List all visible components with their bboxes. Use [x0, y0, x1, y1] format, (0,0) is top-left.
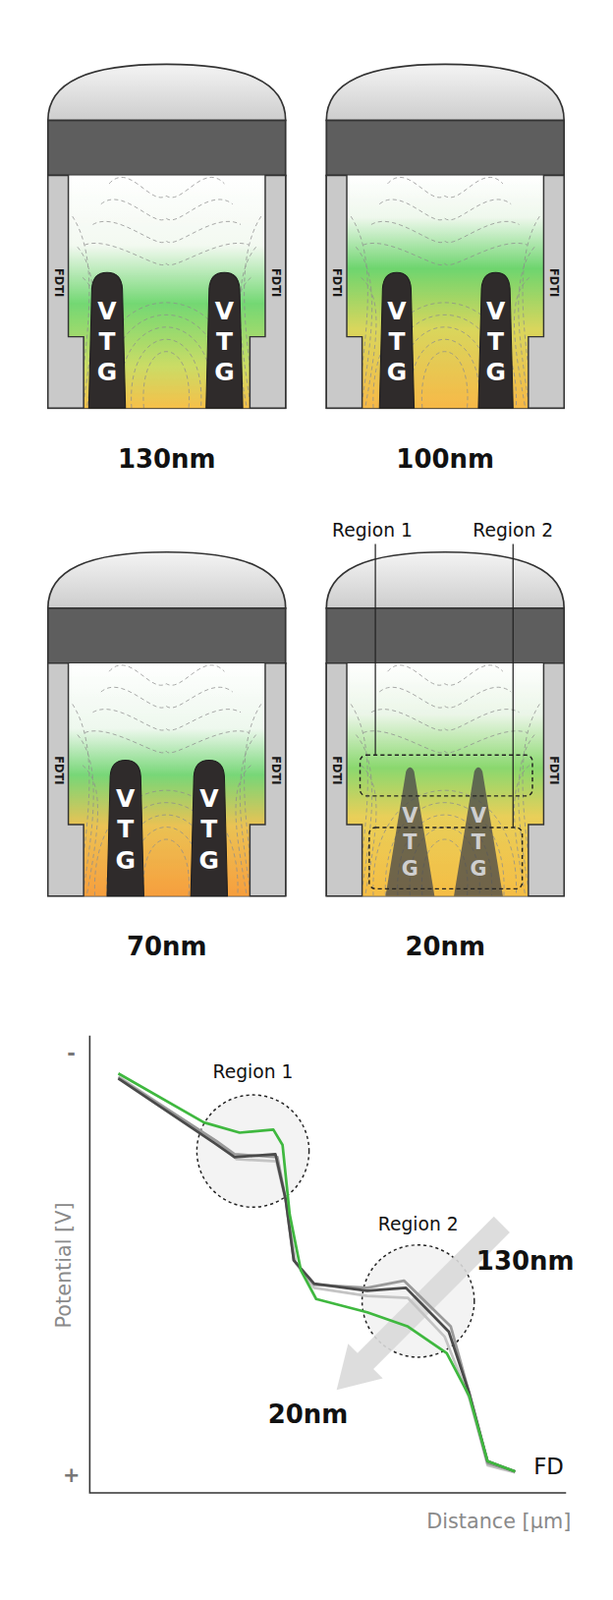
potential-contours [350, 176, 540, 408]
gate-label: V T G [95, 295, 120, 388]
pixel-size-label: 70nm [126, 931, 208, 962]
gate-label: V T G [196, 782, 222, 875]
pixel-size-label: 20nm [404, 931, 486, 962]
fdti-trench: FDTI [249, 663, 285, 896]
annotation-label: Region 1 [213, 1059, 294, 1082]
region-circle [362, 1244, 475, 1357]
fdti-label: FDTI [268, 755, 282, 784]
pixel-cross-section: 100nmFDTIV T GV T GFDTI [326, 62, 564, 408]
gate-label: V T G [384, 295, 409, 388]
micro-lens [48, 552, 286, 609]
fdti-label: FDTI [330, 755, 344, 784]
fdti-label: FDTI [51, 755, 65, 784]
fdti-trench: FDTI [48, 663, 84, 896]
pixel-body [48, 663, 286, 896]
annotation-label: 130nm [476, 1245, 575, 1277]
potential-contours [350, 665, 540, 896]
potential-contours [72, 176, 262, 408]
vertical-transfer-gate: V T G [377, 272, 416, 408]
fdti-label: FDTI [547, 268, 561, 297]
gate-label: V T G [112, 782, 138, 875]
silicon-potential [68, 663, 266, 896]
pixel-body [48, 175, 286, 409]
leader-line [374, 543, 376, 755]
vertical-transfer-gate: V T G [188, 760, 230, 896]
silicon-potential [346, 175, 544, 409]
annotation-label: Region 1 [332, 519, 413, 542]
gate-label: V T G [212, 295, 237, 388]
micro-lens [326, 63, 564, 120]
vertical-transfer-gate: V T G [86, 272, 128, 408]
pixel-cross-section: 20nmFDTIV T GV T GFDTI [326, 551, 564, 896]
pixel-body [326, 175, 564, 409]
vertical-transfer-gate: V T G [204, 272, 246, 408]
axis-title: Potential [V] [51, 1201, 76, 1328]
potential-curve [117, 1075, 515, 1472]
fdti-trench: FDTI [48, 175, 84, 409]
fdti-label: FDTI [51, 268, 65, 297]
color-filter [48, 120, 286, 176]
fdti-trench: FDTI [528, 663, 564, 896]
region-box [360, 754, 533, 796]
color-filter [48, 608, 286, 664]
pixel-size-label: 130nm [117, 444, 217, 475]
color-filter [326, 608, 564, 664]
region-box [369, 827, 523, 889]
fdti-label: FDTI [330, 268, 344, 297]
potential-curve [117, 1072, 515, 1471]
annotation-label: 20nm [268, 1399, 349, 1431]
micro-lens [48, 63, 286, 120]
gate-label: V T G [483, 295, 508, 388]
axis-sign: + [62, 1461, 80, 1487]
region-circle [196, 1094, 309, 1207]
vertical-transfer-gate: V T G [453, 763, 503, 896]
fdti-label: FDTI [547, 755, 561, 784]
trend-arrow [336, 1216, 510, 1390]
pixel-cross-section: 130nmFDTIV T GV T GFDTI [48, 62, 286, 408]
axis-sign: - [66, 1040, 76, 1065]
annotation-label: Region 2 [472, 519, 554, 542]
vertical-transfer-gate: V T G [385, 763, 435, 896]
potential-contours [72, 665, 262, 896]
pixel-size-label: 100nm [395, 444, 495, 475]
annotation-label: Region 2 [378, 1213, 459, 1235]
vertical-transfer-gate: V T G [476, 272, 515, 408]
fdti-trench: FDTI [326, 663, 362, 896]
fdti-trench: FDTI [326, 175, 362, 409]
vertical-transfer-gate: V T G [105, 760, 147, 896]
leader-line [512, 543, 514, 828]
gate-label: V T G [399, 801, 421, 882]
potential-curve [117, 1077, 515, 1471]
annotation-label: FD [533, 1452, 564, 1480]
fdti-trench: FDTI [249, 175, 285, 409]
silicon-potential [68, 175, 266, 409]
axis-title: Distance [μm] [426, 1508, 571, 1534]
silicon-potential [346, 663, 544, 896]
potential-curve [117, 1076, 515, 1471]
micro-lens [326, 552, 564, 609]
fdti-trench: FDTI [528, 175, 564, 409]
pixel-body [326, 663, 564, 896]
color-filter [326, 120, 564, 176]
pixel-cross-section: 70nmFDTIV T GV T GFDTI [48, 551, 286, 896]
gate-label: V T G [468, 801, 490, 882]
fdti-label: FDTI [268, 268, 282, 297]
